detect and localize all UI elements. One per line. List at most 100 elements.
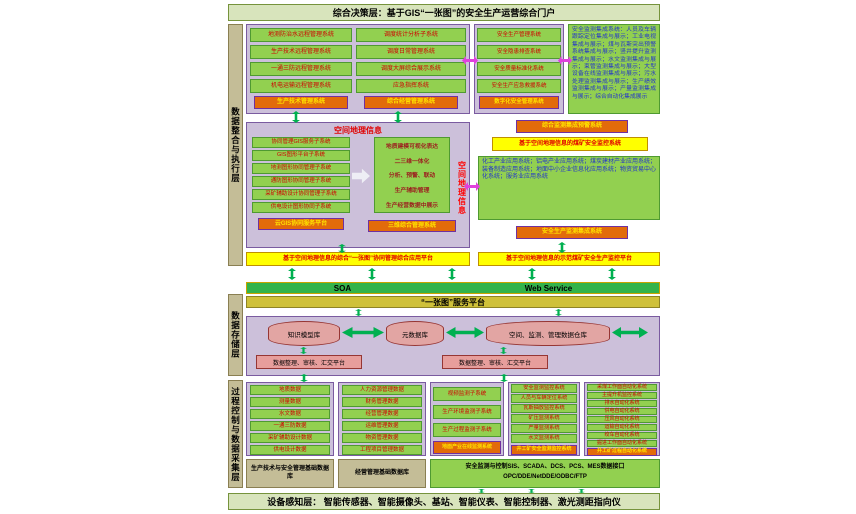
gis-item-1: GIS图形平台子系统 [252, 150, 350, 161]
double-arrow-icon [464, 182, 480, 191]
top-banner: 综合决策层：基于GIS“一张图”的安全生产运营综合门户 [228, 4, 660, 21]
double-arrow-icon [368, 268, 376, 280]
automation-footer-box: 井工矿过程自动化系统 [587, 448, 657, 456]
gis-viz-item-2: 分析、预警、联动 [388, 173, 436, 180]
architecture-diagram: 综合决策层：基于GIS“一张图”的安全生产运营综合门户 设备感知层： 智能传感器… [228, 4, 660, 510]
double-arrow-icon [338, 244, 346, 253]
mgmt-item-3: 运维管理数据 [342, 421, 422, 431]
mgmt-item-0: 人力资源管理数据 [342, 385, 422, 395]
gis-side-label: 空间地理信息 [457, 161, 467, 215]
gis-viz-item-4: 生产经营数据中展示 [385, 203, 439, 210]
tech-item-0: 地质数据 [250, 385, 330, 395]
gis-viz-panel: 地质建模可视化表达 二三维一体化 分析、预警、联动 生产辅助管理 生产经营数据中… [374, 137, 450, 213]
ground-footer-box: 地面产业在线监测系统 [433, 441, 501, 454]
tech-item-4: 采矿辅助设计数据 [250, 433, 330, 443]
cylinder-knowledge-db: 知识模型库 [268, 321, 340, 346]
mine-safety-item-5: 水文监测系统 [511, 434, 577, 443]
data-audit-platform-right: 数据整理、审核、汇交平台 [442, 355, 548, 369]
gis-viz-item-0: 地质建模可视化表达 [385, 143, 439, 150]
double-arrow-icon [342, 327, 384, 338]
mine-safety-item-1: 人员与车辆定位系统 [511, 394, 577, 403]
double-arrow-icon [300, 374, 308, 382]
mine-safety-item-2: 瓦斯抽放监控系统 [511, 404, 577, 413]
double-arrow-icon [555, 309, 562, 316]
double-arrow-icon [558, 56, 572, 65]
mgmt-item-1: 财务管理数据 [342, 397, 422, 407]
tech-base-db: 生产技术与安全管理基础数据库 [246, 459, 334, 488]
mgmt-item-5: 工程项目管理数据 [342, 445, 422, 455]
double-arrow-icon [300, 347, 307, 354]
gis-title: 空间地理信息 [334, 126, 382, 135]
mgmt-item-2: 经营管理数据 [342, 409, 422, 419]
remote-item-1: 生产技术远程管理系统 [250, 45, 352, 59]
gis-item-3: 通防图形协同管理子系统 [252, 176, 350, 187]
tech-item-5: 供电设计数据 [250, 445, 330, 455]
dispatch-item-1: 调度日常管理系统 [356, 45, 466, 59]
double-arrow-icon [478, 488, 485, 493]
industry-orange-box: 安全生产监测集成系统 [516, 226, 628, 239]
automation-item-2: 排水自动化系统 [587, 400, 657, 407]
remote-footer-box: 生产技术管理系统 [254, 96, 348, 109]
warn-orange-box: 综合监测集成预警系统 [516, 120, 628, 133]
double-arrow-icon [462, 56, 478, 65]
safety-footer-box: 数字化安全管理系统 [479, 96, 559, 109]
soa-bar: SOA Web Service [246, 282, 660, 294]
automation-item-1: 主提升机监控系统 [587, 392, 657, 399]
platform-right-strip: 基于空间地理信息的示范煤矿安全生产监控平台 [478, 252, 660, 266]
safety-item-3: 安全生产应急救援系统 [477, 79, 561, 93]
safety-item-1: 安全隐患排查系统 [477, 45, 561, 59]
ground-item-2: 生产过程监测子系统 [433, 423, 501, 437]
automation-item-3: 供电自动化系统 [587, 408, 657, 415]
dispatch-item-0: 调度统计分析子系统 [356, 28, 466, 42]
double-arrow-icon [612, 327, 648, 338]
cylinder-meta-db: 元数据库 [386, 321, 444, 346]
dispatch-footer-box: 综合经营管理系统 [364, 96, 458, 109]
one-map-service-bar: “一张图”服务平台 [246, 296, 660, 308]
double-arrow-icon [394, 111, 402, 123]
remote-item-0: 地测防治水远程管理系统 [250, 28, 352, 42]
mgmt-item-4: 物资管理数据 [342, 433, 422, 443]
gis-item-4: 采矿辅助设计协同管理子系统 [252, 189, 350, 200]
double-arrow-icon [558, 242, 566, 253]
mine-safety-item-0: 安全监测监控系统 [511, 384, 577, 393]
gis-viz-item-1: 二三维一体化 [394, 158, 430, 165]
ground-item-1: 生产环境监测子系统 [433, 405, 501, 419]
automation-item-7: 掘进工作面自动化系统 [587, 440, 657, 447]
double-arrow-icon [292, 111, 300, 123]
gis-footer-box: 云GIS协同服务平台 [258, 218, 344, 230]
double-arrow-icon [528, 268, 536, 280]
tech-item-3: 一通三防数据 [250, 421, 330, 431]
double-arrow-icon [528, 488, 535, 493]
remote-item-2: 一通三防远程管理系统 [250, 62, 352, 76]
tech-item-1: 测量数据 [250, 397, 330, 407]
safety-item-0: 安全生产管理系统 [477, 28, 561, 42]
tech-item-2: 水文数据 [250, 409, 330, 419]
double-arrow-icon [355, 309, 362, 316]
automation-item-5: 运输自动化系统 [587, 424, 657, 431]
panel-monitor-integration: 安全监测集成系统：人员及车辆跟踪定位集成与展示；工业电视集成与展示；煤与瓦斯突出… [568, 24, 660, 114]
double-arrow-icon [578, 488, 585, 493]
platform-left-strip: 基于空间地理信息的综合“一张图”协同管理综合应用平台 [246, 252, 470, 266]
dispatch-item-3: 应急指挥系统 [356, 79, 466, 93]
layer-label-process: 过程控制与数据采集层 [228, 380, 243, 488]
remote-item-3: 机电运输远程管理系统 [250, 79, 352, 93]
automation-item-6: 绞车自动化系统 [587, 432, 657, 439]
double-arrow-icon [500, 347, 507, 354]
ground-item-0: 视频监测子系统 [433, 387, 501, 401]
bottom-banner: 设备感知层： 智能传感器、智能摄像头、基站、智能仪表、智能控制器、激光测距指向仪 [228, 493, 660, 510]
layer-label-integration: 数据整合与执行层 [228, 24, 243, 266]
soa-label: SOA [333, 283, 352, 293]
mine-safety-item-3: 矿压监测系统 [511, 414, 577, 423]
safety-item-2: 安全质量标准化系统 [477, 62, 561, 76]
gis-viz-item-3: 生产辅助管理 [394, 188, 430, 195]
data-audit-platform-left: 数据整理、审核、汇交平台 [256, 355, 362, 369]
double-arrow-icon [448, 268, 456, 280]
double-arrow-icon [608, 268, 616, 280]
mgmt-base-db: 经营管理基础数据库 [338, 459, 426, 488]
double-arrow-icon [446, 327, 484, 338]
interface-protocols: OPC/DDE/NetDDE/ODBC/FTP [503, 473, 587, 480]
double-arrow-icon [288, 268, 296, 280]
gis-item-5: 供电设计图形协同子系统 [252, 202, 350, 213]
cylinder-warehouse-db: 空间、监测、管理数据仓库 [486, 321, 610, 346]
layer-label-storage: 数据存储层 [228, 294, 243, 376]
